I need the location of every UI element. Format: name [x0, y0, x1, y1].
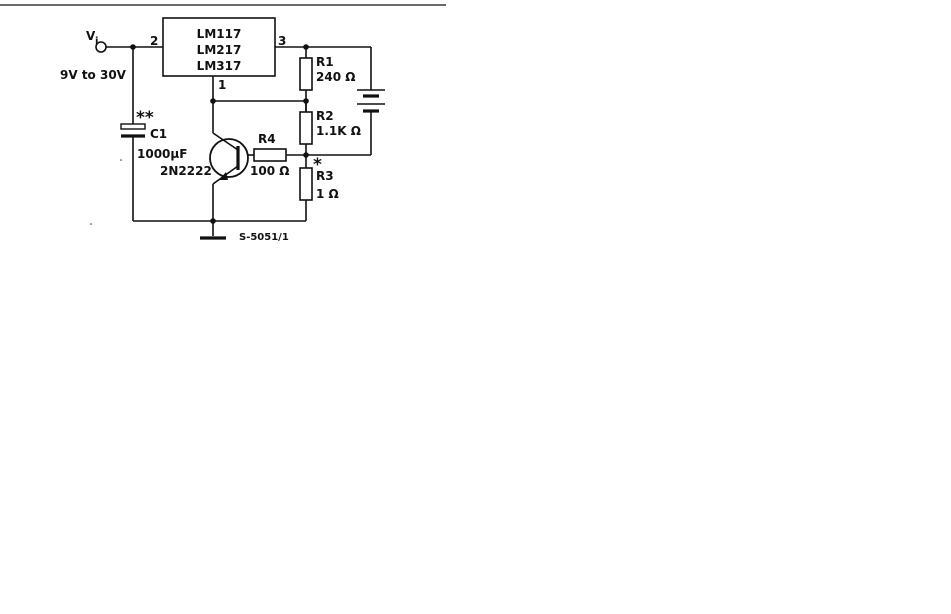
resistor-r4: R4 100 Ω — [250, 132, 289, 178]
input-label: V — [86, 29, 96, 43]
r1-value: 240 Ω — [316, 70, 355, 84]
figure-reference: S-5051/1 — [239, 232, 289, 243]
c1-value: 1000µF — [137, 147, 187, 161]
pin-adj-label: 1 — [218, 78, 226, 92]
r2-name: R2 — [316, 109, 334, 123]
input-label-subscript: i — [95, 36, 98, 47]
regulator-part-2: LM217 — [197, 43, 242, 57]
wires — [106, 46, 372, 236]
r4-name: R4 — [258, 132, 276, 146]
c1-mark: ** — [136, 108, 154, 128]
scan-speck — [90, 223, 92, 225]
resistor-r2: R2 1.1K Ω — [299, 109, 361, 145]
resistor-r1: R1 240 Ω — [299, 55, 355, 91]
r3-name: R3 — [316, 169, 334, 183]
pin-in-label: 2 — [150, 34, 158, 48]
r2-value: 1.1K Ω — [316, 124, 361, 138]
q1-part: 2N2222 — [160, 164, 212, 178]
resistor-r3: * R3 1 Ω — [299, 155, 339, 201]
r3-mark: * — [313, 155, 322, 175]
c1-name: C1 — [150, 127, 167, 141]
regulator-part-1: LM117 — [197, 27, 242, 41]
r4-value: 100 Ω — [250, 164, 289, 178]
pin-out-label: 3 — [278, 34, 286, 48]
scan-speck — [120, 159, 122, 161]
r1-name: R1 — [316, 55, 334, 69]
transistor-q1: 2N2222 — [160, 132, 249, 185]
input-voltage-range: 9V to 30V — [60, 68, 127, 82]
r3-value: 1 Ω — [316, 187, 339, 201]
regulator-ic: LM117 LM217 LM317 2 3 1 — [150, 17, 286, 92]
regulator-part-3: LM317 — [197, 59, 242, 73]
capacitor-c1: ** C1 1000µF — [120, 108, 187, 161]
battery-symbol — [357, 89, 385, 113]
input-terminal: V i 9V to 30V — [60, 29, 127, 82]
junction-dots — [130, 44, 309, 224]
